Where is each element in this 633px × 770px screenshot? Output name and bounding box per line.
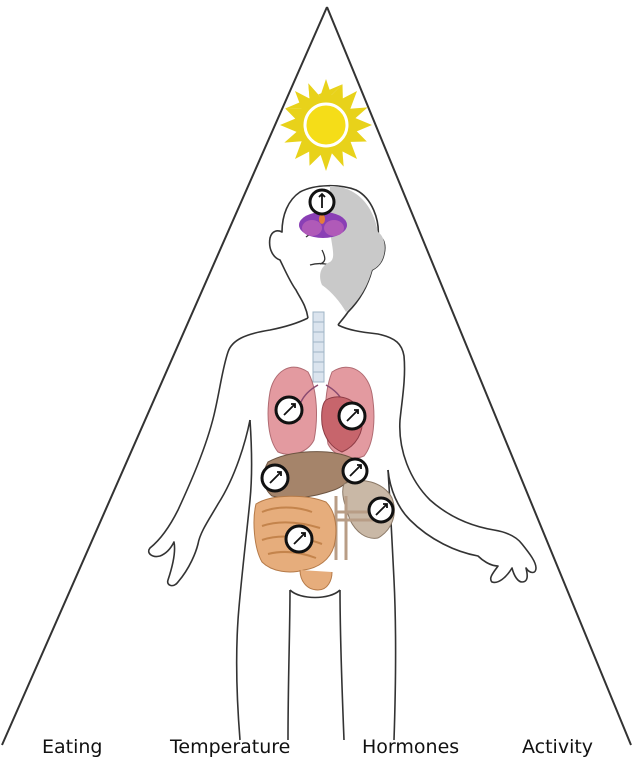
trachea-organ (313, 312, 324, 382)
clock-icon (310, 190, 334, 214)
clock-icon (339, 403, 365, 429)
clock-icon (276, 397, 302, 423)
clock-icon (262, 465, 288, 491)
clock-icon (369, 498, 393, 522)
factor-label-hormones: Hormones (362, 736, 459, 758)
clock-icon (343, 459, 367, 483)
sun-icon (269, 68, 384, 183)
brain-organ (299, 212, 347, 238)
clock-icon (286, 526, 312, 552)
factor-label-eating: Eating (42, 736, 102, 758)
factor-label-activity: Activity (522, 736, 593, 758)
factor-label-temperature: Temperature (170, 736, 290, 758)
